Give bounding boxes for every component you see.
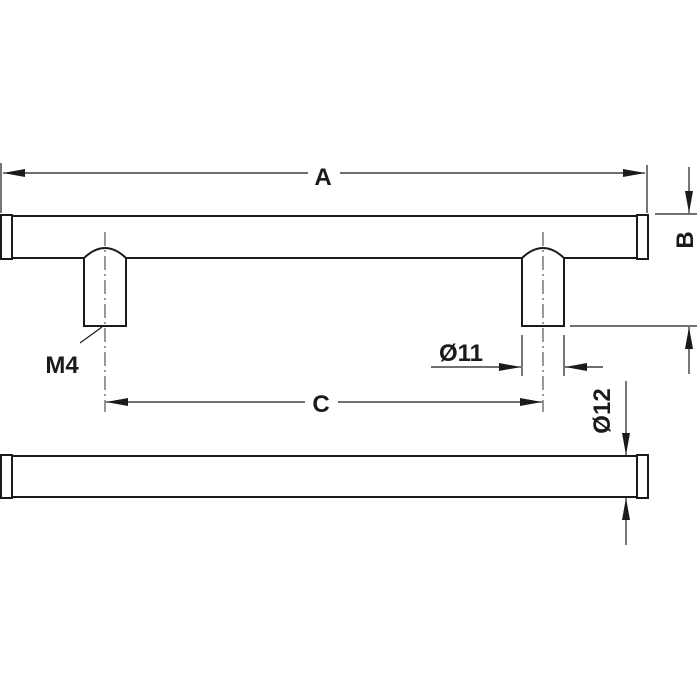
m4-leader (79, 326, 103, 344)
dimension-a (0, 163, 648, 213)
label-a: A (314, 164, 331, 191)
dimension-b (570, 167, 697, 374)
label-leg-diameter: Ø11 (439, 340, 483, 367)
handle-side-view (0, 214, 649, 327)
label-c: C (312, 391, 329, 418)
label-m4: M4 (45, 352, 79, 379)
dimension-leg-diameter (431, 335, 603, 376)
label-bar-diameter: Ø12 (589, 388, 616, 433)
centerlines (104, 232, 544, 412)
label-b: B (672, 231, 699, 248)
handle-top-view (0, 454, 649, 499)
